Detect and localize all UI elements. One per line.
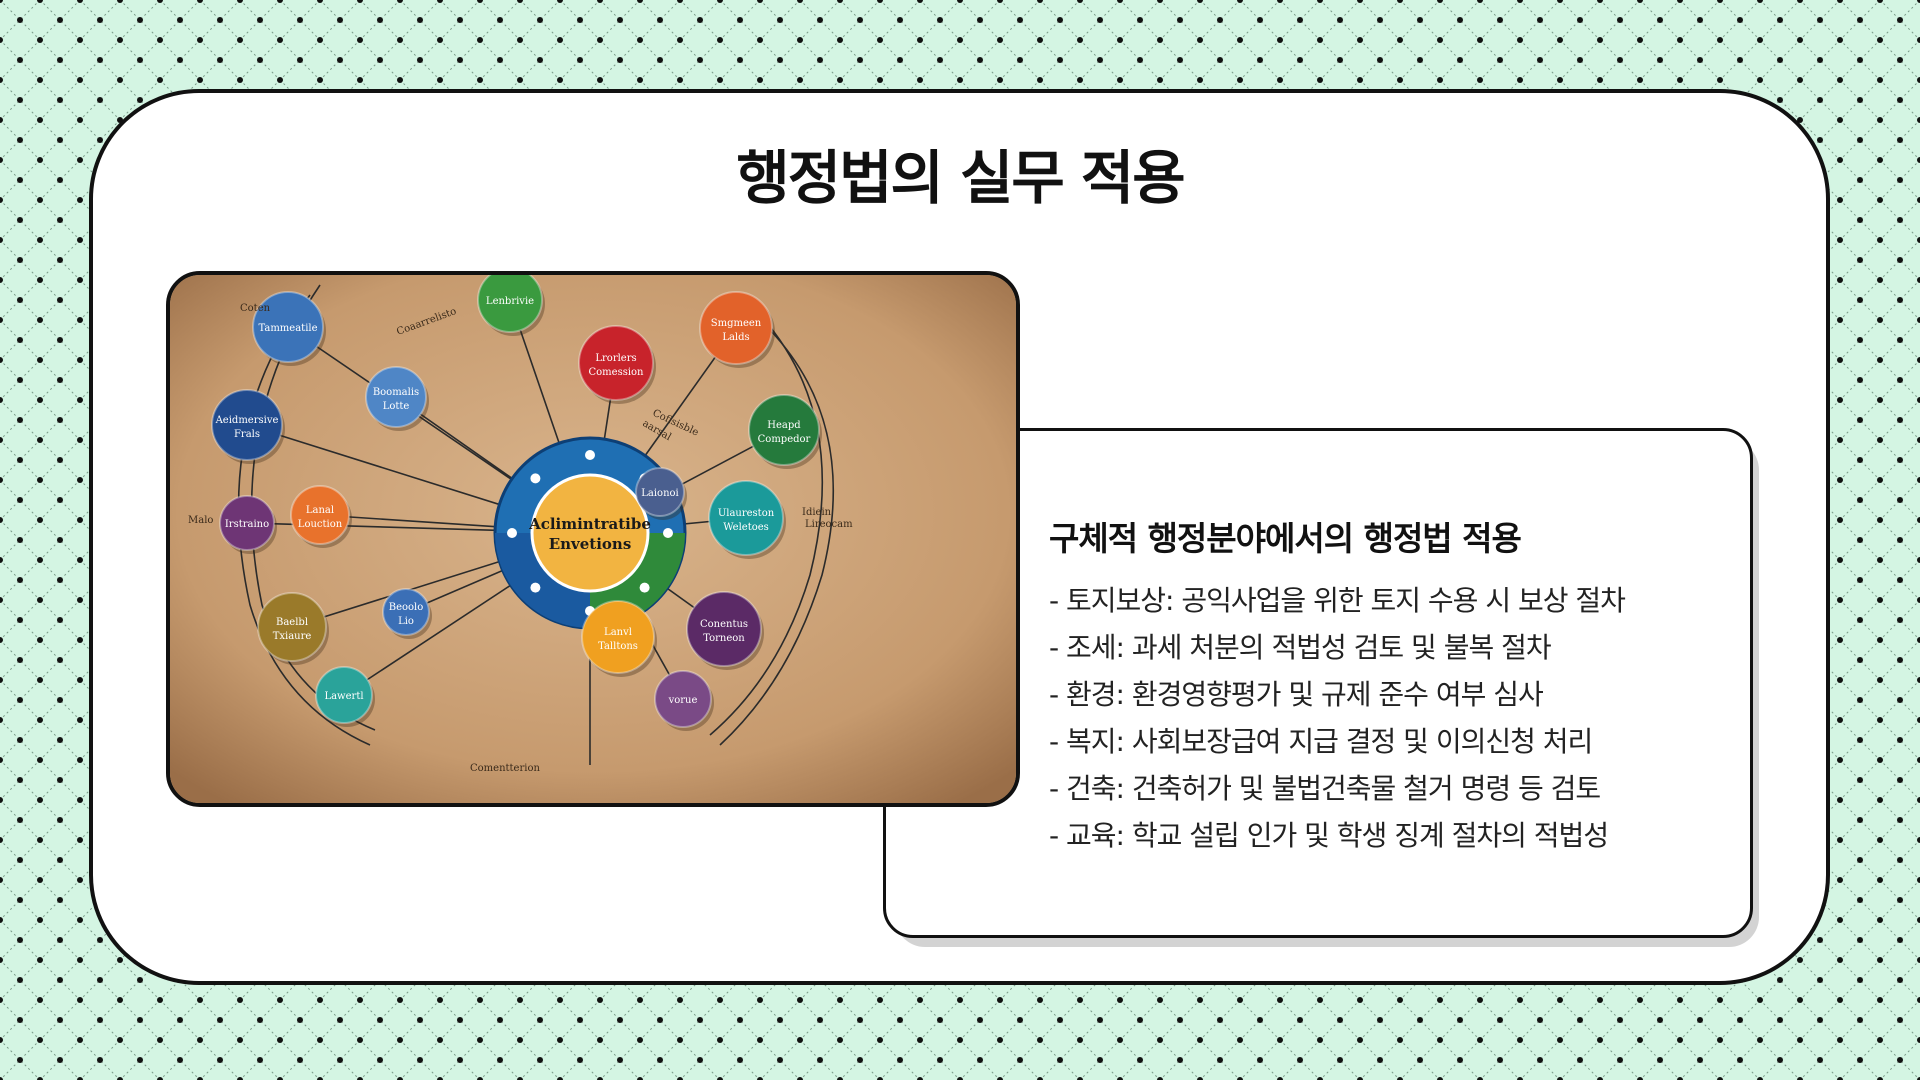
node-label: Lotte xyxy=(383,401,410,412)
center-label: Aclimintratibe xyxy=(528,515,651,533)
node-circle xyxy=(699,291,773,365)
ring-arrow-mark xyxy=(663,528,673,538)
diagram-node: Irstraino xyxy=(219,495,277,554)
paper-annotation: Idiein xyxy=(802,507,832,518)
node-label: Lanvl xyxy=(604,627,632,638)
outer-arc xyxy=(237,294,371,746)
node-circle xyxy=(382,588,430,636)
node-circle xyxy=(365,366,427,428)
node-label: Talltons xyxy=(598,641,638,652)
ring-arrow-mark xyxy=(639,582,650,593)
node-label: Louction xyxy=(298,519,343,530)
ring-arrow-mark xyxy=(585,450,595,460)
node-label: Lawertl xyxy=(324,691,363,702)
node-label: Baelbl xyxy=(276,617,308,628)
node-label: Compedor xyxy=(758,434,811,445)
node-label: Tammeatile xyxy=(258,323,317,334)
paper-annotation: Coten xyxy=(240,303,271,314)
ring-arrow-mark xyxy=(507,528,517,538)
application-list: - 토지보상: 공익사업을 위한 토지 수용 시 보상 절차 - 조세: 과세 … xyxy=(1049,577,1626,859)
node-circle xyxy=(290,485,350,545)
node-label: Ulaureston xyxy=(718,508,775,519)
node-label: Boomalis xyxy=(373,387,419,398)
node-label: Txiaure xyxy=(273,631,312,642)
node-label: Smgmeen xyxy=(711,318,762,329)
diagram-node: Laionoi xyxy=(635,467,687,520)
node-label: Conentus xyxy=(700,619,748,630)
diagram-node: Tammeatile xyxy=(252,291,326,366)
node-label: vorue xyxy=(668,695,698,706)
paper-annotation: Malo xyxy=(188,515,213,526)
node-circle xyxy=(686,591,762,667)
node-label: Lrorlers xyxy=(595,353,636,364)
text-card xyxy=(883,428,1753,938)
node-label: Lenbrivie xyxy=(486,296,534,307)
node-label: Beoolo xyxy=(389,602,424,613)
node-circle xyxy=(315,666,373,724)
node-circle xyxy=(477,275,543,333)
node-label: Torneon xyxy=(703,633,745,644)
node-circle xyxy=(252,291,324,363)
node-label: Lanal xyxy=(306,505,334,516)
node-circle xyxy=(748,394,820,466)
node-circle xyxy=(708,480,784,556)
node-circle xyxy=(635,467,685,517)
node-label: Comession xyxy=(589,367,645,378)
node-circle xyxy=(257,592,327,662)
node-circle xyxy=(219,495,275,551)
list-item: - 토지보상: 공익사업을 위한 토지 수용 시 보상 절차 xyxy=(1049,584,1626,617)
node-label: Lalds xyxy=(722,332,749,343)
node-label: Aeidmersive xyxy=(215,415,279,426)
node-circle xyxy=(581,600,655,674)
node-circle xyxy=(211,389,283,461)
node-label: Irstraino xyxy=(225,519,269,530)
node-circle xyxy=(654,670,712,728)
node-circle xyxy=(578,325,654,401)
center-node xyxy=(530,473,650,593)
center-label: Envetions xyxy=(549,535,632,553)
ring-arrow-mark xyxy=(530,582,541,593)
diagram-node: Lawertl xyxy=(315,666,375,727)
list-item: - 환경: 환경영향평가 및 규제 준수 여부 심사 xyxy=(1049,678,1544,711)
list-item: - 교육: 학교 설립 인가 및 학생 징계 절차의 적법성 xyxy=(1049,819,1609,852)
paper-annotation: Comentterion xyxy=(470,763,540,774)
node-label: Laionoi xyxy=(641,488,678,499)
outer-arc xyxy=(709,314,824,736)
ring-arrow-mark xyxy=(530,473,541,484)
diagram-node: Lenbrivie xyxy=(477,275,545,336)
slide-title: 행정법의 실무 적용 xyxy=(736,144,1185,212)
node-label: Heapd xyxy=(767,420,801,431)
text-card-heading: 구체적 행정분야에서의 행정법 적용 xyxy=(1049,519,1522,558)
list-item: - 건축: 건축허가 및 불법건축물 철거 명령 등 검토 xyxy=(1049,772,1601,805)
node-label: Frals xyxy=(234,429,260,440)
paper-annotation: Lireocam xyxy=(805,519,853,530)
outer-arc xyxy=(719,329,835,746)
list-item: - 조세: 과세 처분의 적법성 검토 및 불복 절차 xyxy=(1049,631,1552,664)
diagram-node: vorue xyxy=(654,670,714,731)
node-label: Lio xyxy=(398,616,414,627)
node-label: Weletoes xyxy=(723,522,769,533)
list-item: - 복지: 사회보장급여 지급 결정 및 이의신청 처리 xyxy=(1049,725,1593,758)
